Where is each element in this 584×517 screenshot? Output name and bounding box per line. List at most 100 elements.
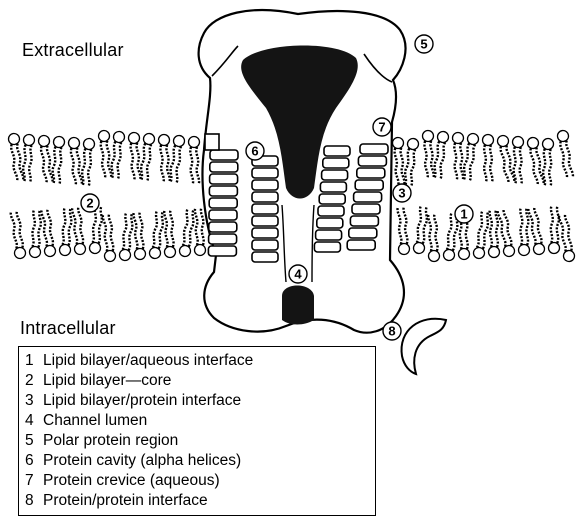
lipid-molecule xyxy=(9,211,26,259)
lipid-molecule xyxy=(548,206,561,254)
lipid-molecule xyxy=(8,133,25,181)
lipid-molecule xyxy=(557,130,575,179)
lipid-molecule xyxy=(483,135,494,183)
callout-number: 7 xyxy=(378,120,385,135)
lipid-molecule xyxy=(427,214,440,262)
lipid-molecule xyxy=(518,208,530,256)
helix-segment xyxy=(319,194,345,204)
lipid-bilayer-left xyxy=(8,130,206,262)
callout-6: 6 xyxy=(246,142,264,160)
legend-number: 7 xyxy=(25,472,43,490)
helix-segment xyxy=(316,230,342,240)
legend-text: Lipid bilayer/aqueous interface xyxy=(43,352,253,369)
lipid-molecule xyxy=(422,130,435,178)
lipid-molecule xyxy=(132,212,145,260)
lipid-molecule xyxy=(158,134,171,182)
helix-segment xyxy=(354,192,382,202)
callout-5: 5 xyxy=(415,35,433,53)
legend-text: Protein/protein interface xyxy=(43,492,208,509)
helix-segment xyxy=(252,192,278,202)
legend-number: 8 xyxy=(25,492,43,510)
lipid-molecule xyxy=(558,214,576,263)
helix-segment xyxy=(347,240,375,250)
lipid-molecule xyxy=(68,137,83,185)
legend-item: 5Polar protein region xyxy=(25,432,178,450)
helix-segment xyxy=(320,182,346,192)
legend-text: Polar protein region xyxy=(43,432,178,449)
legend-text: Lipid bilayer—core xyxy=(43,372,171,389)
helix-segment xyxy=(252,228,278,238)
helix-segment xyxy=(252,216,278,226)
intracellular-label: Intracellular xyxy=(20,318,116,339)
helix-segment xyxy=(355,180,383,190)
helix-segment xyxy=(252,252,278,262)
helix-segment xyxy=(252,204,278,214)
helix-segment xyxy=(209,222,237,232)
lipid-molecule xyxy=(392,137,405,185)
helix-segment xyxy=(314,242,340,252)
callout-7: 7 xyxy=(373,118,391,136)
interacting-protein xyxy=(402,319,446,374)
helix-segment xyxy=(349,228,377,238)
helix-segment xyxy=(252,180,278,190)
callout-3: 3 xyxy=(393,184,411,202)
lipid-molecule xyxy=(29,210,43,258)
helix-segment xyxy=(252,240,278,250)
helix-segment xyxy=(209,210,237,220)
callout-number: 6 xyxy=(251,144,258,159)
helix-segment xyxy=(360,144,388,154)
helix-segment xyxy=(252,168,278,178)
helix-segment xyxy=(350,216,378,226)
lipid-molecule xyxy=(396,207,409,255)
callout-number: 5 xyxy=(420,37,427,52)
callout-number: 1 xyxy=(460,207,467,222)
helix-segment xyxy=(324,146,350,156)
helix-segment xyxy=(318,206,344,216)
lipid-molecule xyxy=(188,136,200,184)
lipid-molecule xyxy=(59,208,74,256)
lipid-molecule xyxy=(89,206,105,254)
legend-text: Protein crevice (aqueous) xyxy=(43,472,220,489)
helix-segment xyxy=(209,234,237,244)
legend-text: Lipid bilayer/protein interface xyxy=(43,392,241,409)
lipid-bilayer-right xyxy=(392,130,575,262)
lipid-molecule xyxy=(119,213,136,261)
legend-number: 2 xyxy=(25,372,43,390)
legend-number: 3 xyxy=(25,392,43,410)
helix-segment xyxy=(357,168,385,178)
callout-number: 8 xyxy=(388,324,395,339)
lipid-molecule xyxy=(489,210,500,258)
legend-number: 6 xyxy=(25,452,43,470)
extracellular-label: Extracellular xyxy=(22,40,124,61)
callout-number: 2 xyxy=(86,196,93,211)
helix-segment xyxy=(209,198,237,208)
lipid-molecule xyxy=(40,209,56,257)
helix-segment xyxy=(317,218,343,228)
callout-4: 4 xyxy=(289,265,307,283)
legend-number: 5 xyxy=(25,432,43,450)
callout-1: 1 xyxy=(455,205,473,223)
lipid-molecule xyxy=(194,208,206,256)
callout-number: 4 xyxy=(294,267,302,282)
lipid-molecule xyxy=(71,207,86,255)
helix-segment xyxy=(352,204,380,214)
legend-number: 4 xyxy=(25,412,43,430)
helix-segment xyxy=(210,174,238,184)
helix-segment xyxy=(323,158,349,168)
channel-lumen-lower xyxy=(282,286,314,325)
lipid-molecule xyxy=(128,132,141,180)
lipid-molecule xyxy=(452,132,464,180)
helix-segment xyxy=(322,170,348,180)
legend-text: Channel lumen xyxy=(43,412,147,429)
lipid-molecule xyxy=(149,211,167,260)
callout-2: 2 xyxy=(81,194,99,212)
